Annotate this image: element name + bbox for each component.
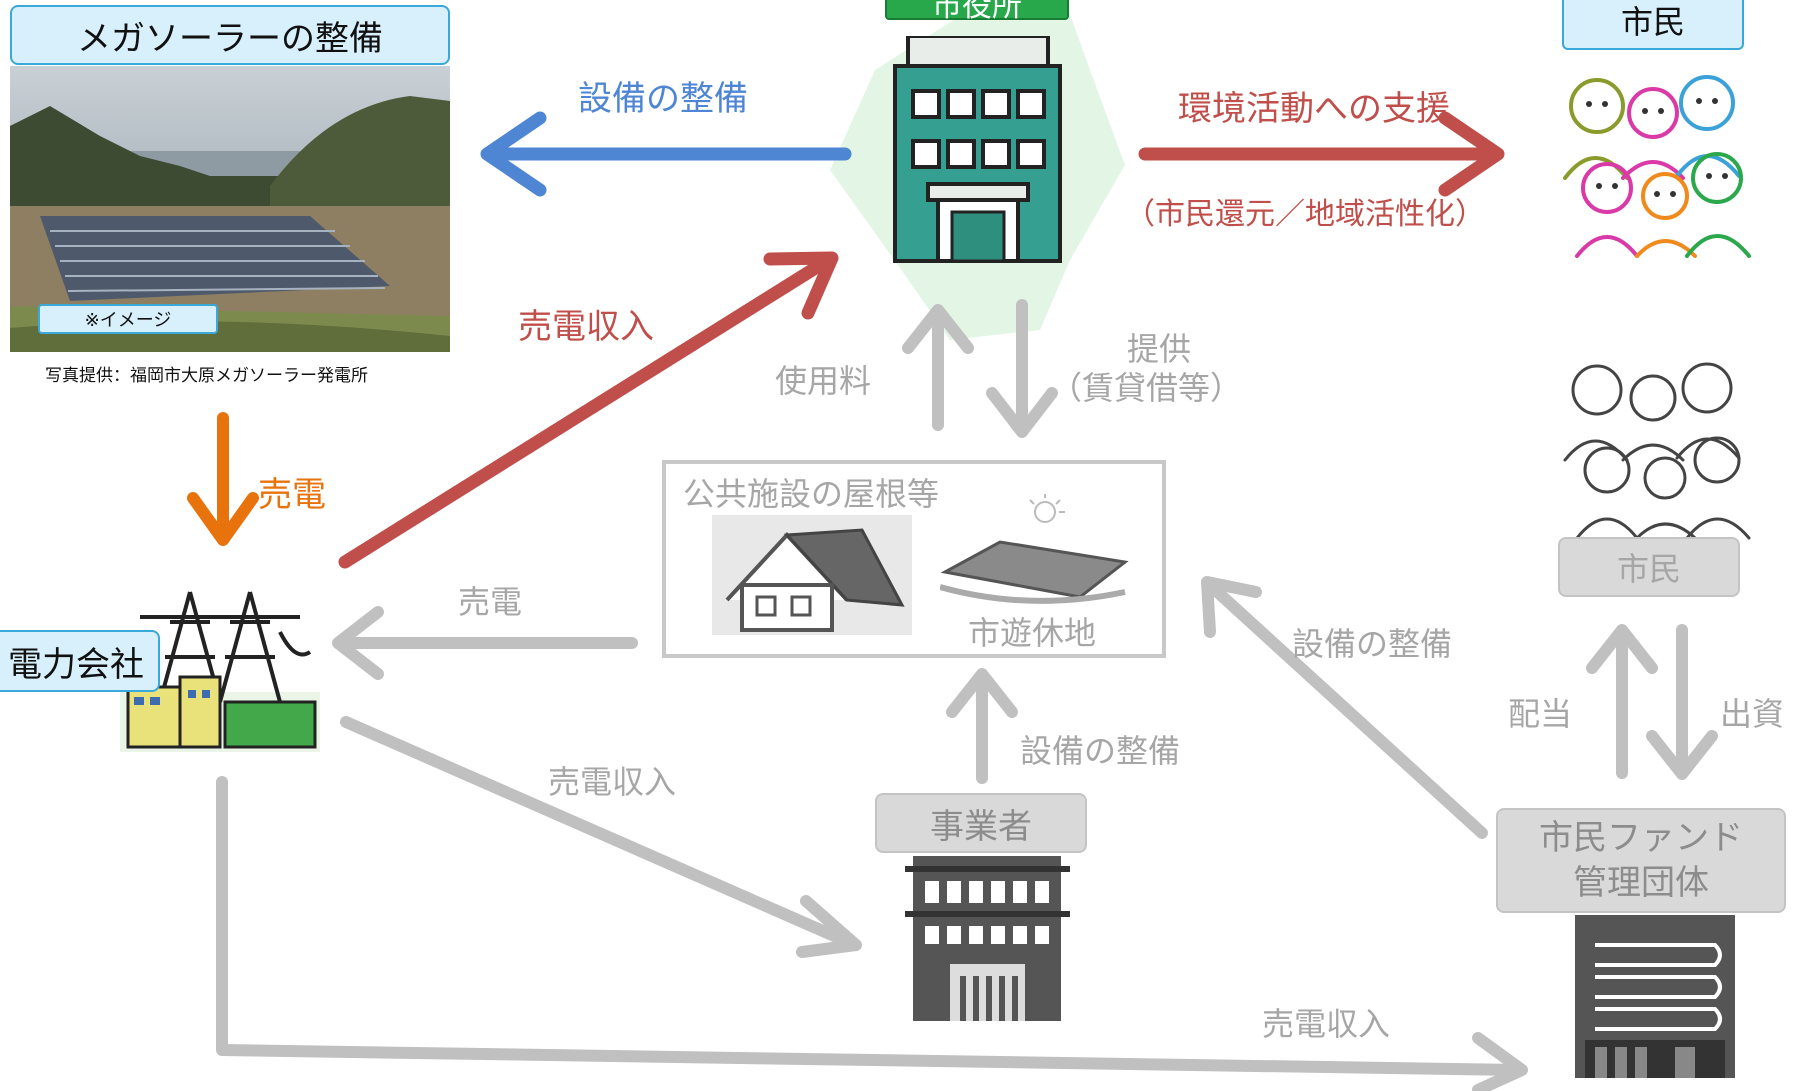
- label-usage-fee: 使用料: [775, 362, 872, 400]
- business-label: 事業者: [875, 793, 1087, 853]
- fund-building-icon: [1575, 915, 1735, 1078]
- arrow-dividend: [1586, 624, 1658, 779]
- label-dividend: 配当: [1508, 695, 1573, 733]
- arrow-investment: [1646, 624, 1718, 780]
- power-company-label-text: 電力会社: [8, 644, 144, 685]
- arrow-revenue-fund: [216, 776, 1528, 1091]
- power-plant-icon: [120, 591, 320, 752]
- label-provide-line2: （賃貸借等）: [1050, 369, 1243, 407]
- city-hall-label: 市役所: [885, 0, 1069, 24]
- arrow-equipment-business: [946, 668, 1018, 784]
- citizens-colorful-icon: [1563, 75, 1751, 258]
- arrow-sell-orange: [187, 412, 259, 546]
- arrow-equipment-blue: [480, 111, 852, 197]
- label-env-support-sub: （市民還元／地域活性化）: [1125, 197, 1485, 232]
- label-equipment-business: 設備の整備: [1020, 732, 1181, 770]
- business-building-icon: [905, 856, 1070, 1021]
- arrow-revenue-red: [338, 251, 839, 569]
- land-label: 市遊休地: [968, 614, 1097, 652]
- image-caption-text: ※イメージ: [84, 310, 172, 331]
- arrow-env-support: [1138, 111, 1505, 197]
- fund-label-line1: 市民ファンド: [1539, 818, 1743, 859]
- city-hall-label-text: 市役所: [932, 0, 1022, 24]
- arrow-usage-fee: [902, 304, 974, 431]
- arrow-sell-grey: [332, 606, 638, 680]
- image-caption: ※イメージ: [38, 304, 218, 334]
- facility-title: 公共施設の屋根等: [683, 475, 940, 513]
- label-sell-grey: 売電: [458, 583, 523, 621]
- label-revenue-fund: 売電収入: [1262, 1005, 1391, 1043]
- mega-solar-photo: ※イメージ: [10, 66, 450, 352]
- solar-field-icon: [940, 494, 1129, 604]
- label-revenue-red: 売電収入: [518, 307, 654, 347]
- power-company-label: 電力会社: [0, 630, 160, 692]
- label-sell-orange: 売電: [258, 475, 326, 515]
- label-investment: 出資: [1720, 695, 1785, 733]
- citizens-bottom-label: 市民: [1558, 537, 1740, 597]
- mega-solar-title: メガソーラーの整備: [10, 5, 450, 65]
- label-equipment-blue: 設備の整備: [578, 79, 748, 119]
- mega-solar-title-text: メガソーラーの整備: [77, 18, 383, 59]
- citizens-grey-icon: [1563, 362, 1751, 540]
- business-label-text: 事業者: [930, 806, 1032, 847]
- label-equipment-fund: 設備の整備: [1292, 625, 1453, 663]
- house-solar-icon: [712, 515, 912, 635]
- citizens-top-label-text: 市民: [1620, 3, 1685, 41]
- citizens-top-label: 市民: [1562, 0, 1744, 50]
- arrow-equipment-fund: [1201, 576, 1488, 839]
- city-hall-building-icon: [893, 36, 1062, 263]
- arrow-revenue-business: [340, 716, 862, 958]
- label-env-support: 環境活動への支援: [1178, 89, 1450, 129]
- arrow-provide: [986, 299, 1058, 438]
- label-revenue-business: 売電収入: [548, 763, 677, 801]
- citizens-bottom-label-text: 市民: [1616, 550, 1681, 588]
- fund-label: 市民ファンド 管理団体: [1496, 808, 1786, 913]
- fund-label-line2: 管理団体: [1573, 862, 1709, 903]
- label-provide-line1: 提供: [1127, 330, 1192, 368]
- photo-credit: 写真提供：福岡市大原メガソーラー発電所: [45, 366, 368, 386]
